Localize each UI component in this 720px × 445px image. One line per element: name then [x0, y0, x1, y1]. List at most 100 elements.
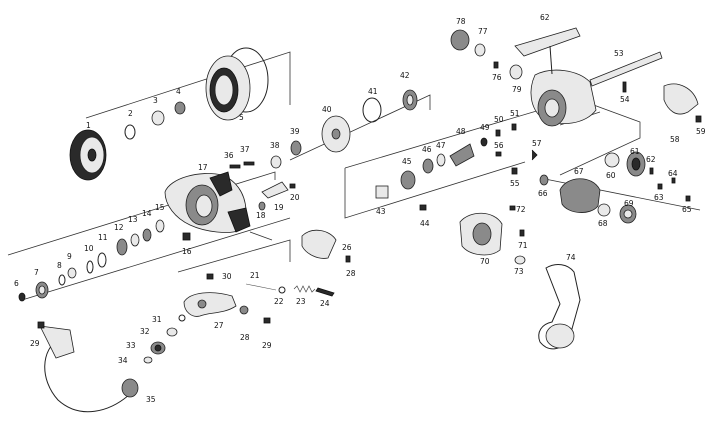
part-20-screw — [289, 183, 296, 189]
rotor-arm-bottom — [227, 207, 251, 233]
part-28-screw — [345, 255, 351, 263]
part-56-screw — [495, 151, 502, 157]
group-lines — [7, 51, 701, 301]
part-label-30: 30 — [222, 272, 232, 281]
part-label-45: 45 — [402, 157, 412, 166]
part-27-bail-arm — [183, 292, 237, 317]
part-label-39: 39 — [290, 127, 300, 136]
part-22 — [278, 286, 286, 294]
part-47-washer — [436, 153, 446, 167]
part-label-62a: 62 — [540, 13, 550, 22]
part-label-60: 60 — [606, 171, 616, 180]
part-23-spring — [293, 285, 316, 293]
rotor-shaft-parts — [18, 219, 191, 302]
part-36-pin — [229, 164, 241, 169]
part-label-48: 48 — [456, 127, 466, 136]
part-10-clip — [86, 260, 94, 274]
part-54-pin — [622, 81, 627, 93]
part-21-rod — [245, 283, 277, 291]
part-6-washer — [18, 292, 26, 302]
part-label-57: 57 — [532, 139, 542, 148]
part-45-bearing — [400, 170, 416, 190]
washer-3 — [151, 110, 165, 126]
part-labels: 1 2 3 4 5 6 7 8 9 10 11 12 13 14 15 16 1… — [14, 13, 706, 404]
part-29a-screw — [37, 321, 45, 329]
part-62-stem — [549, 45, 553, 75]
part-34 — [143, 356, 153, 364]
part-label-65: 65 — [682, 205, 692, 214]
part-label-32: 32 — [140, 327, 150, 336]
pinion-group-line — [344, 109, 541, 219]
part-8-ring — [58, 274, 66, 286]
part-label-19: 19 — [274, 203, 284, 212]
part-60-washer — [604, 152, 620, 168]
part-62-reel-foot — [514, 27, 581, 57]
part-label-8: 8 — [57, 261, 62, 270]
rotor-group-line — [7, 171, 291, 301]
part-15-washer — [155, 219, 165, 233]
part-label-77: 77 — [478, 27, 488, 36]
part-35-bail-end — [121, 378, 139, 398]
part-64-pin — [671, 177, 676, 184]
part-label-28b: 28 — [240, 333, 250, 342]
part-label-64: 64 — [668, 169, 678, 178]
part-label-7: 7 — [34, 268, 39, 277]
part-label-41: 41 — [368, 87, 378, 96]
part-48-pinion-gear — [449, 143, 475, 167]
part-70-cover-hub — [472, 222, 492, 246]
part-61-gear-core — [631, 157, 641, 171]
part-label-28a: 28 — [346, 269, 356, 278]
washer-4 — [174, 101, 186, 115]
part-label-66: 66 — [538, 189, 548, 198]
part-73-washer — [514, 255, 526, 265]
part-label-50: 50 — [494, 115, 504, 124]
part-label-23: 23 — [296, 297, 306, 306]
part-label-15: 15 — [155, 203, 165, 212]
part-label-47: 47 — [436, 141, 446, 150]
part-label-71: 71 — [518, 241, 528, 250]
part-label-79: 79 — [512, 85, 522, 94]
part-label-43: 43 — [376, 207, 386, 216]
part-63-screw — [657, 183, 663, 190]
part-46-bearing — [422, 158, 434, 174]
part-label-63: 63 — [654, 193, 664, 202]
part-67-drive-gear — [559, 178, 601, 213]
part-41-oring — [362, 97, 382, 123]
part-66-bushing — [539, 174, 549, 186]
part-label-55: 55 — [510, 179, 520, 188]
part-label-56: 56 — [494, 141, 504, 150]
part-13-washer — [130, 233, 140, 247]
part-55-screw — [511, 167, 518, 175]
part-label-33: 33 — [126, 341, 136, 350]
part-26-cover — [301, 229, 337, 259]
part-14-bearing — [142, 228, 152, 242]
part-79-collar — [509, 64, 523, 80]
part-label-36: 36 — [224, 151, 234, 160]
part-24-pin — [315, 287, 335, 297]
part-label-34: 34 — [118, 356, 128, 365]
body-parts — [450, 27, 702, 350]
drag-parts — [229, 89, 418, 169]
bail-side-parts — [37, 181, 351, 413]
part-57-spring — [531, 149, 538, 161]
part-label-24: 24 — [320, 299, 330, 308]
part-label-44: 44 — [420, 219, 430, 228]
spool-group-line — [85, 51, 291, 119]
part-label-21: 21 — [250, 271, 260, 280]
part-78-knob — [450, 29, 470, 51]
part-label-62b: 62 — [646, 155, 656, 164]
part-40-drag-disc-center — [331, 128, 341, 140]
part-label-73: 73 — [514, 267, 524, 276]
part-label-59: 59 — [696, 127, 706, 136]
part-76-screw — [493, 61, 499, 69]
part-31 — [178, 314, 186, 322]
part-label-12: 12 — [114, 223, 124, 232]
part-37-pin — [243, 161, 255, 166]
part-32 — [166, 327, 178, 337]
part-label-16: 16 — [182, 247, 192, 256]
part-label-27: 27 — [214, 321, 224, 330]
part-label-49: 49 — [480, 123, 490, 132]
part-label-69: 69 — [624, 199, 634, 208]
part-42-bearing-inner — [406, 94, 414, 106]
